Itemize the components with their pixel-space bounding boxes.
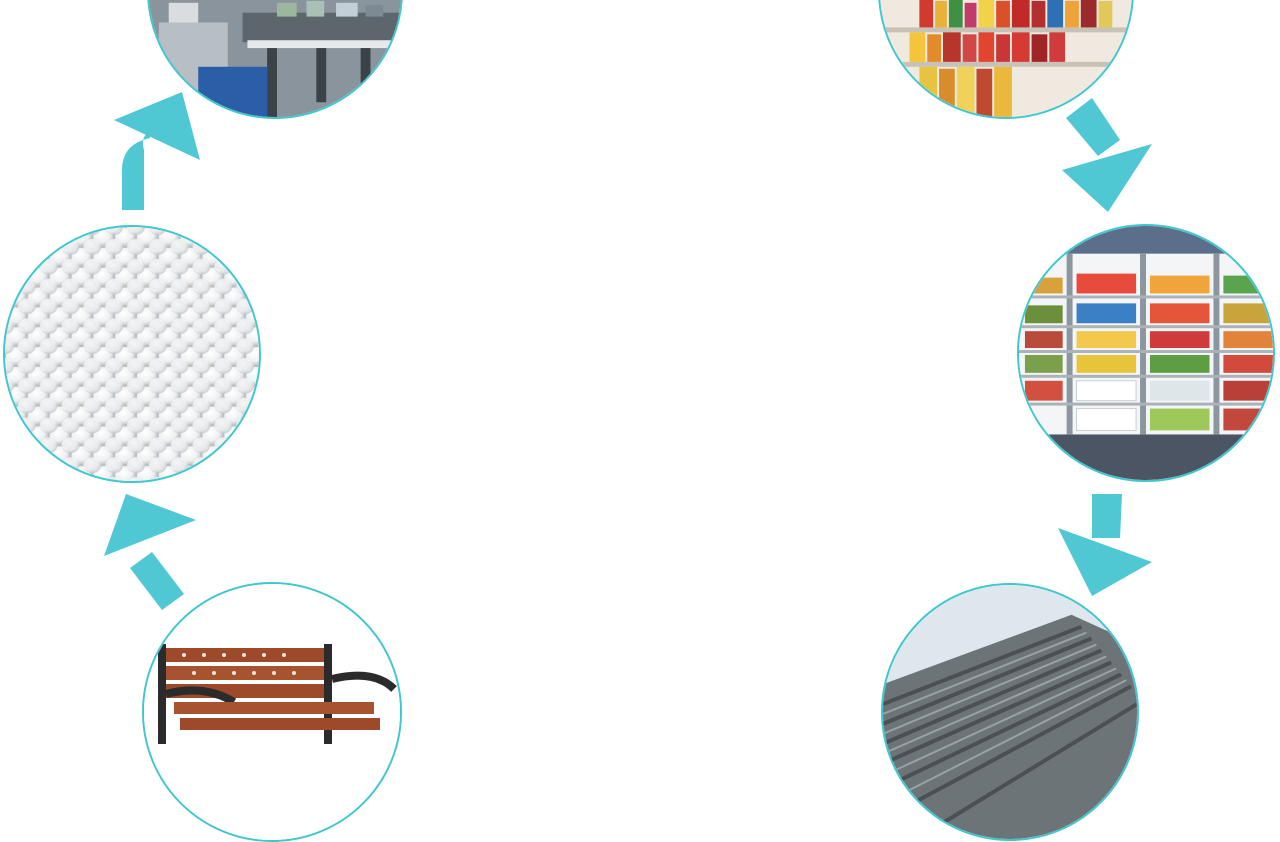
pellets-node [3, 225, 261, 483]
roof-panels-icon [883, 585, 1137, 839]
arrow-down-to-roof [1058, 492, 1154, 596]
factory-node [147, 0, 403, 119]
roof-node [881, 583, 1139, 841]
refrigerated-display-icon [1019, 226, 1273, 480]
bench-node [142, 582, 402, 842]
fridge-node [1017, 224, 1275, 482]
arrow-up-to-factory [110, 92, 206, 212]
arrow-up-to-pellets [104, 494, 198, 612]
park-bench-icon [144, 584, 400, 840]
arrow-down-to-fridge [1058, 96, 1156, 214]
plastic-pellets-icon [5, 227, 259, 481]
factory-machinery-icon [149, 0, 401, 117]
